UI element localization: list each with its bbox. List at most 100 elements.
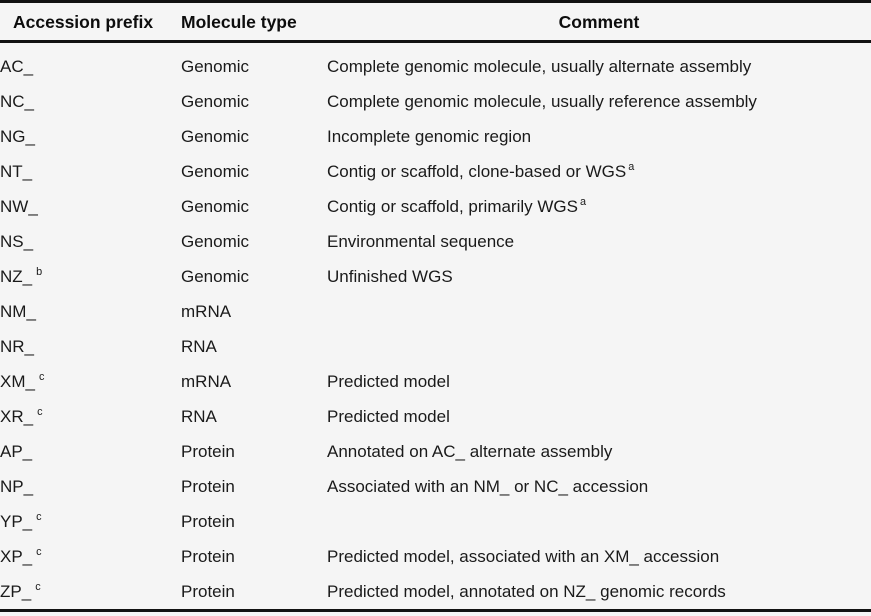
cell-comment	[327, 294, 871, 329]
accession-prefix-value: NR_	[0, 337, 34, 356]
comment-value: Complete genomic molecule, usually alter…	[327, 57, 751, 76]
cell-accession-prefix: XR_c	[0, 399, 181, 434]
comment-value: Predicted model	[327, 372, 450, 391]
cell-molecule-type: Genomic	[181, 154, 327, 189]
cell-comment: Predicted model, annotated on NZ_ genomi…	[327, 574, 871, 611]
table-row: NR_ RNA	[0, 329, 871, 364]
molecule-type-value: Genomic	[181, 162, 249, 181]
table-row: NM_ mRNA	[0, 294, 871, 329]
table-row: NG_ Genomic Incomplete genomic region	[0, 119, 871, 154]
molecule-type-value: Protein	[181, 512, 235, 531]
accession-prefix-value: NG_	[0, 127, 35, 146]
cell-comment: Predicted model, associated with an XM_ …	[327, 539, 871, 574]
cell-accession-prefix: NZ_b	[0, 259, 181, 294]
accession-prefix-value: NC_	[0, 92, 34, 111]
column-header-molecule-type: Molecule type	[181, 6, 327, 42]
accession-prefix-value: YP_	[0, 512, 32, 531]
cell-molecule-type: Protein	[181, 504, 327, 539]
cell-accession-prefix: NC_	[0, 84, 181, 119]
cell-molecule-type: Genomic	[181, 42, 327, 85]
accession-prefix-value: NM_	[0, 302, 36, 321]
table-row: NS_ Genomic Environmental sequence	[0, 224, 871, 259]
footnote-marker: c	[32, 546, 41, 558]
accession-prefix-value: NT_	[0, 162, 32, 181]
bottom-rule-segment-2	[181, 611, 327, 616]
table-footer	[0, 611, 871, 616]
cell-molecule-type: Genomic	[181, 119, 327, 154]
column-header-comment: Comment	[327, 6, 871, 42]
comment-value: Unfinished WGS	[327, 267, 453, 286]
cell-accession-prefix: NG_	[0, 119, 181, 154]
footnote-marker: a	[626, 161, 634, 173]
cell-accession-prefix: NT_	[0, 154, 181, 189]
table-bottom-rule	[0, 611, 871, 616]
comment-value: Incomplete genomic region	[327, 127, 531, 146]
accession-prefix-value: AC_	[0, 57, 33, 76]
molecule-type-value: Genomic	[181, 232, 249, 251]
cell-comment: Environmental sequence	[327, 224, 871, 259]
molecule-type-value: Genomic	[181, 57, 249, 76]
molecule-type-value: Protein	[181, 582, 235, 601]
cell-molecule-type: Genomic	[181, 259, 327, 294]
cell-comment: Complete genomic molecule, usually alter…	[327, 42, 871, 85]
footnote-marker: c	[31, 581, 40, 593]
accession-prefix-value: NZ_	[0, 267, 32, 286]
bottom-rule-segment-1	[0, 611, 181, 616]
comment-value: Environmental sequence	[327, 232, 514, 251]
cell-molecule-type: RNA	[181, 329, 327, 364]
cell-molecule-type: Genomic	[181, 189, 327, 224]
cell-comment	[327, 504, 871, 539]
comment-value: Predicted model, associated with an XM_ …	[327, 547, 719, 566]
comment-value: Contig or scaffold, clone-based or WGS	[327, 162, 626, 181]
table-row: AC_ Genomic Complete genomic molecule, usu…	[0, 42, 871, 85]
accession-prefix-value: NS_	[0, 232, 33, 251]
cell-accession-prefix: ZP_c	[0, 574, 181, 611]
cell-comment: Incomplete genomic region	[327, 119, 871, 154]
cell-accession-prefix: XM_c	[0, 364, 181, 399]
molecule-type-value: Genomic	[181, 127, 249, 146]
accession-prefix-value: NP_	[0, 477, 33, 496]
column-header-accession-prefix: Accession prefix	[0, 6, 181, 42]
molecule-type-value: mRNA	[181, 302, 231, 321]
footnote-marker: c	[33, 406, 42, 418]
comment-value: Predicted model	[327, 407, 450, 426]
cell-accession-prefix: NR_	[0, 329, 181, 364]
accession-prefix-value: AP_	[0, 442, 32, 461]
cell-molecule-type: Protein	[181, 574, 327, 611]
comment-value: Associated with an NM_ or NC_ accession	[327, 477, 648, 496]
accession-prefix-value: XM_	[0, 372, 35, 391]
cell-comment: Predicted model	[327, 364, 871, 399]
cell-accession-prefix: YP_c	[0, 504, 181, 539]
cell-molecule-type: Protein	[181, 539, 327, 574]
molecule-type-value: Genomic	[181, 267, 249, 286]
column-header-row: Accession prefix Molecule type Comment	[0, 6, 871, 42]
footnote-marker: b	[32, 266, 42, 278]
molecule-type-value: mRNA	[181, 372, 231, 391]
cell-comment	[327, 329, 871, 364]
cell-molecule-type: Genomic	[181, 224, 327, 259]
cell-molecule-type: RNA	[181, 399, 327, 434]
table-row: NT_ Genomic Contig or scaffold, clone-base…	[0, 154, 871, 189]
accession-prefix-value: XP_	[0, 547, 32, 566]
cell-comment: Annotated on AC_ alternate assembly	[327, 434, 871, 469]
cell-molecule-type: mRNA	[181, 294, 327, 329]
cell-molecule-type: Protein	[181, 434, 327, 469]
accession-prefix-value: ZP_	[0, 582, 31, 601]
molecule-type-value: RNA	[181, 407, 217, 426]
cell-molecule-type: Protein	[181, 469, 327, 504]
cell-comment: Complete genomic molecule, usually refer…	[327, 84, 871, 119]
cell-comment: Unfinished WGS	[327, 259, 871, 294]
cell-accession-prefix: NW_	[0, 189, 181, 224]
